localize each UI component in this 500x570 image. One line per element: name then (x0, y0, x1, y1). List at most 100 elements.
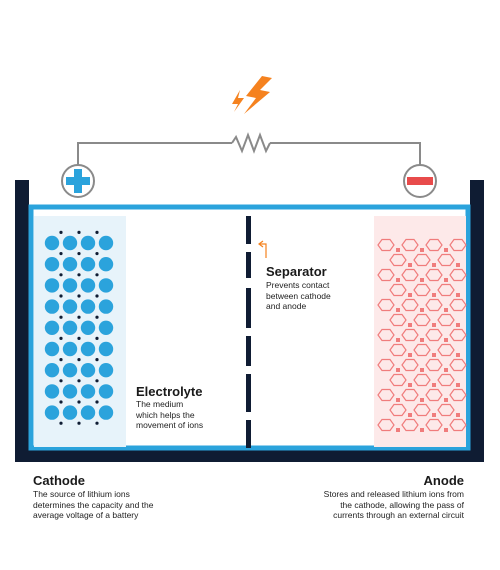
lithium-ion (98, 278, 114, 293)
electron-dot (59, 315, 63, 319)
electrolyte-title: Electrolyte (136, 384, 203, 399)
lithium-ion (44, 257, 60, 272)
graphite-hex (377, 298, 395, 312)
graphite-hex (389, 253, 407, 267)
separator-segment (246, 288, 251, 328)
graphite-hex (401, 238, 419, 252)
graphite-hex (425, 238, 443, 252)
lithium-site (408, 323, 412, 327)
lithium-site (420, 278, 424, 282)
electron-dot (77, 379, 81, 383)
graphite-hex (413, 403, 431, 417)
lithium-ion (80, 363, 96, 378)
lithium-ion (98, 235, 114, 251)
lithium-site (396, 308, 400, 312)
graphite-hex (401, 358, 419, 372)
lithium-ion (98, 299, 114, 314)
electron-dot (95, 400, 99, 404)
lithium-site (396, 278, 400, 282)
electron-dot (59, 273, 63, 277)
graphite-hex (413, 373, 431, 387)
lithium-ion (44, 405, 60, 420)
lithium-site (456, 293, 460, 297)
lithium-ion (98, 320, 114, 335)
electron-dot (95, 379, 99, 383)
minus-icon (407, 177, 433, 185)
separator-title: Separator (266, 264, 327, 279)
electron-dot (95, 358, 99, 362)
separator-segment (246, 374, 251, 412)
lithium-site (420, 308, 424, 312)
graphite-hex (437, 403, 455, 417)
lithium-ion (62, 320, 78, 335)
graphite-hex (449, 238, 467, 252)
separator-segment (246, 252, 251, 278)
graphite-hex (437, 313, 455, 327)
lithium-site (432, 383, 436, 387)
lithium-ion (80, 299, 96, 314)
graphite-hex (401, 388, 419, 402)
lithium-ion (80, 405, 96, 420)
electron-dot (77, 252, 81, 256)
graphite-hex (377, 388, 395, 402)
lightning-icon (232, 76, 272, 114)
lithium-site (456, 413, 460, 417)
electron-dot (95, 230, 99, 234)
lithium-site (444, 398, 448, 402)
lithium-ion (44, 299, 60, 314)
lithium-site (432, 263, 436, 267)
lithium-ion (62, 341, 78, 357)
lithium-ion (80, 235, 96, 251)
electron-dot (59, 336, 63, 340)
graphite-hex (437, 283, 455, 297)
graphite-hex (449, 388, 467, 402)
graphite-hex (377, 358, 395, 372)
graphite-hex (377, 328, 395, 342)
cathode-ions (44, 230, 114, 425)
electron-dot (59, 294, 63, 298)
graphite-hex (389, 343, 407, 357)
lithium-site (456, 353, 460, 357)
anode-description: Stores and released lithium ions from th… (323, 489, 464, 520)
electron-dot (95, 273, 99, 277)
electron-dot (77, 421, 81, 425)
graphite-hex (425, 358, 443, 372)
electron-dot (77, 400, 81, 404)
lithium-site (432, 293, 436, 297)
resistor-icon (231, 132, 271, 154)
lithium-site (456, 263, 460, 267)
graphite-hex (449, 328, 467, 342)
graphite-hex (389, 283, 407, 297)
graphite-hex (413, 343, 431, 357)
graphite-hex (413, 253, 431, 267)
graphite-hex (377, 238, 395, 252)
electron-dot (77, 230, 81, 234)
graphite-hex (449, 358, 467, 372)
lithium-ion (80, 257, 96, 272)
lithium-ion (98, 257, 114, 272)
electrolyte-description: The medium which helps the movement of i… (136, 399, 204, 430)
graphite-hex (449, 418, 467, 432)
lithium-ion (80, 278, 96, 293)
graphite-hex (401, 268, 419, 282)
graphite-hex (425, 268, 443, 282)
electron-dot (77, 336, 81, 340)
electron-dot (59, 252, 63, 256)
graphite-hex (377, 418, 395, 432)
lithium-site (432, 323, 436, 327)
lithium-ion (62, 384, 78, 399)
electron-dot (95, 252, 99, 256)
lithium-site (396, 428, 400, 432)
negative-terminal (403, 164, 437, 198)
electron-dot (59, 379, 63, 383)
cathode-description: The source of lithium ions determines th… (33, 489, 154, 520)
graphite-hex (413, 313, 431, 327)
electron-dot (95, 315, 99, 319)
graphite-hex (389, 403, 407, 417)
battery-casing (15, 180, 484, 462)
electron-dot (95, 336, 99, 340)
graphite-hex (425, 328, 443, 342)
graphite-hex (401, 298, 419, 312)
graphite-hex (437, 373, 455, 387)
